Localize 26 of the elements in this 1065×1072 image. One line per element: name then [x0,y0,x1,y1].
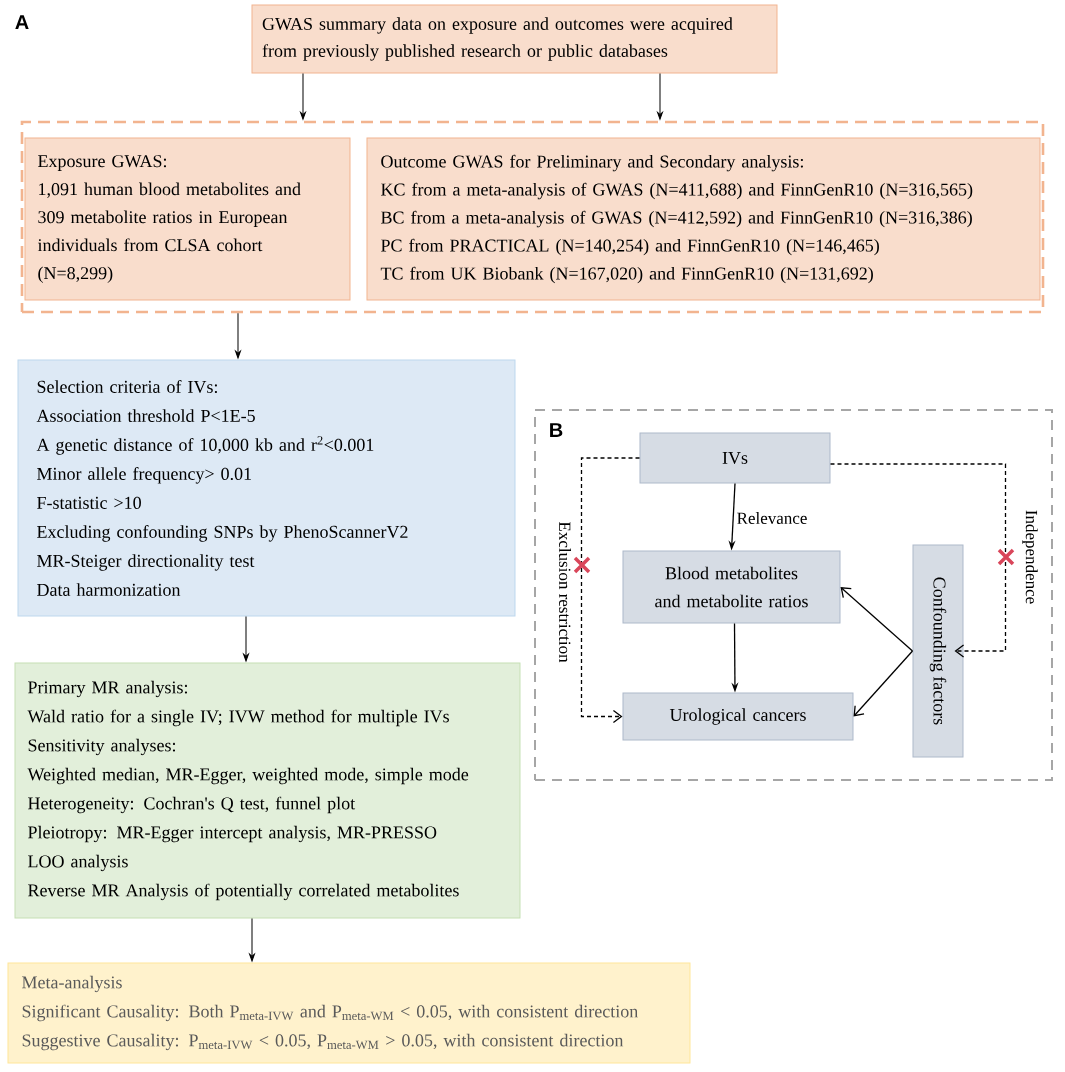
source-box: GWAS summary data on exposure and outcomes were acquired from previously published research or public databases [251,4,778,74]
arrow [840,587,914,652]
dashed-group-frame [20,120,1045,314]
process-box: Blood metabolites and metabolite ratios [622,550,841,624]
arrow [580,457,641,724]
arrow [853,650,914,717]
criteria-box: Selection criteria of IVs: Association threshold P<1E-5 A genetic distance of 10,000 kb and r$^{2}$<0.001 Minor allele frequency> 0.01 F-statistic >10 Excluding confounding SNPs by PhenoScannerV2 MR-Steiger directionality test Data harmonization [17,359,516,617]
exposure-box: Exposure GWAS: 1,091 human blood metabolites and 309 metabolite ratios in European individuals from CLSA cohort (N=8,299) [24,137,351,301]
process-box: IVs [639,432,831,484]
arrow [829,463,1007,658]
arrow [657,73,663,120]
panel-letter: B [550,423,563,437]
edge-label: Exclusion restriction [558,520,572,664]
dashed-panel-frame [534,409,1053,781]
meta-analysis-box: Meta-analysis Significant Causality: Both P$_{meta-IVW}$ and P$_{meta-WM}$ < 0.05, with consistent direction Suggestive Causality: P$_{meta-IVW}$ < 0.05, P$_{meta-WM}$ > 0.05, with consistent direction [7,962,691,1064]
arrow [235,312,241,359]
arrow [243,616,249,662]
arrow [300,73,306,120]
analysis-box: Primary MR analysis: Wald ratio for a single IV; IVW method for multiple IVs Sensitivity analyses: Weighted median, MR-Egger, weighted mode, simple mode Heterogeneity: Cochran's Q test, funnel plot Pleiotropy: MR-Egger intercept analysis, MR-PRESSO LOO analysis Reverse MR Analysis of potentially correlated metabolites [14,662,521,919]
process-box: Confounding factors [912,544,964,758]
edge-label: Independence [1021,508,1039,606]
edge-label: Relevance [735,511,809,525]
panel-letter: A [15,15,29,29]
outcome-box: Outcome GWAS for Preliminary and Secondary analysis: KC from a meta-analysis of GWAS (N=411,688) and FinnGenR10 (N=316,565) BC from a meta-analysis of GWAS (N=412,592) and FinnGenR10 (N=316,386) PC from PRACTICAL (N=140,254) and FinnGenR10 (N=146,465) TC from UK Biobank (N=167,020) and FinnGenR10 (N=131,692) [366,137,1041,301]
process-box: Urological cancers [622,692,854,741]
arrow [249,918,255,962]
